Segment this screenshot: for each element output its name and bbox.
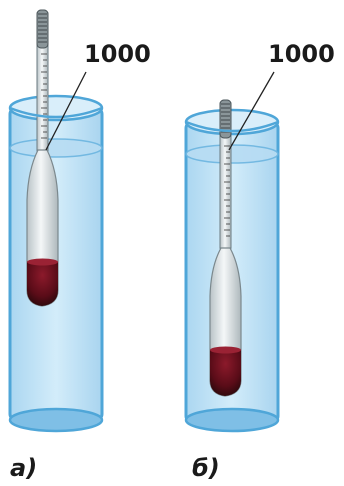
shot-a — [27, 262, 58, 306]
shot-b — [210, 350, 241, 396]
caption-b: б) — [192, 454, 220, 482]
panel-a: 1000 а) — [10, 10, 151, 482]
scale-label-a: 1000 — [84, 40, 151, 68]
caption-a: а) — [10, 454, 37, 482]
panel-b: 1000 б) — [186, 40, 335, 482]
scale-label-b: 1000 — [268, 40, 335, 68]
